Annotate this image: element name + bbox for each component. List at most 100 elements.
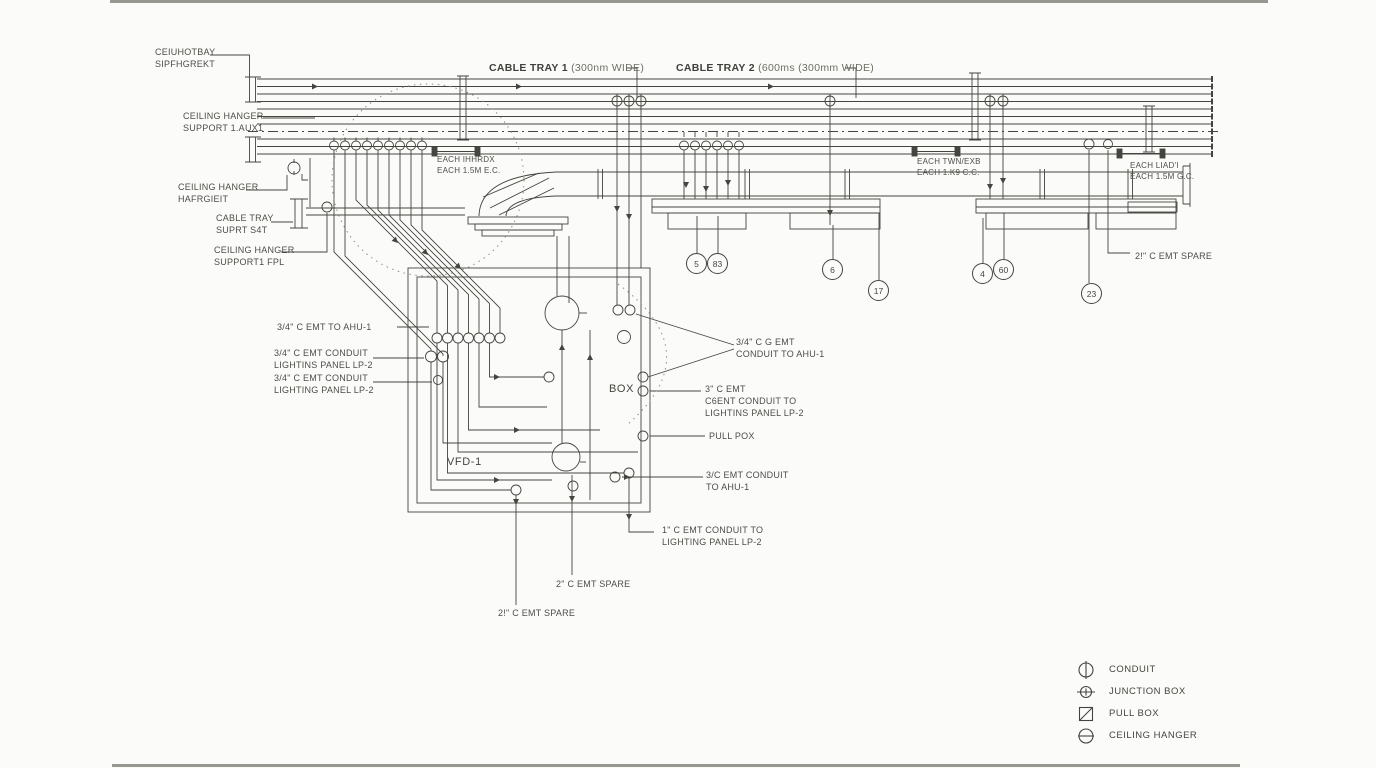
label-line: EACH 1.5M E.C.	[437, 165, 501, 175]
cable-tray-1-title: CABLE TRAY 1 (300nm WIDE)	[489, 62, 644, 74]
pull-box-icon	[1078, 706, 1094, 721]
ref-bubble-17: 17	[868, 280, 889, 301]
label-emt-1-lp2: 1" C EMT CONDUIT TO LIGHTING PANEL LP-2	[662, 524, 763, 548]
cable-tray-1-name: CABLE TRAY 1	[489, 62, 568, 74]
label-line: 3/C EMT CONDUIT	[706, 470, 789, 480]
label-line: EACH IHHRDX	[437, 155, 495, 164]
label-line: 3/4" C EMT TO AHU-1	[277, 322, 372, 332]
label-line: 3" C EMT	[705, 384, 746, 394]
label-box: BOX	[609, 383, 635, 395]
junction-box-icon	[1077, 685, 1095, 698]
ref-bubble-23: 23	[1081, 283, 1102, 304]
label-line: CABLE TRAY	[216, 213, 274, 223]
label-line: LIGHTING PANEL LP-2	[274, 385, 374, 396]
label-line: LIGHTING PANEL LP-2	[662, 537, 762, 548]
vfd-box	[373, 267, 735, 605]
ref-bubble-6: 6	[822, 259, 843, 280]
sheet-edge-bottom	[112, 764, 1240, 767]
label-line: 2!" C EMT SPARE	[1135, 251, 1213, 261]
label-ceiling-tray-support: CEIUHOTBAY SIPFHGREKT	[155, 46, 215, 70]
label-line: SUPPORT1 FPL	[214, 257, 285, 268]
cable-tray-2-name: CABLE TRAY 2	[676, 62, 755, 74]
ref-number: 5	[694, 258, 699, 269]
label-line: 2!" C EMT SPARE	[498, 608, 576, 618]
label-line: TO AHU-1	[706, 482, 750, 493]
label-line: EACH 1.K9 C.C.	[917, 167, 980, 177]
label-line: SUPPORT 1.AUX1	[183, 123, 264, 134]
label-line: EACH 1.5M G.C.	[1130, 171, 1195, 181]
label-line: CEILING HANGER	[183, 111, 264, 121]
conduit-row	[329, 137, 501, 356]
conduit-icon	[1078, 660, 1094, 679]
cable-tray	[248, 76, 1218, 157]
label-cable-tray-support: CABLE TRAY SUPRT S4T	[216, 212, 274, 236]
label-emt-3-lp2: 3" C EMT C6ENT CONDUIT TO LIGHTINS PANEL…	[705, 383, 804, 419]
ref-number: 60	[998, 264, 1009, 275]
ceiling-hanger-symbols	[210, 54, 465, 253]
ref-number: 4	[980, 268, 985, 279]
label-line: CONDUIT TO AHU-1	[736, 349, 825, 360]
label-emt-conduit-lp2-a: 3/4" C EMT CONDUIT LIGHTINS PANEL LP-2	[274, 347, 373, 371]
label-line: LIGHTINS PANEL LP-2	[705, 408, 804, 419]
label-line: 3/4" C G EMT	[736, 337, 795, 347]
ref-bubble-4: 4	[972, 263, 993, 284]
legend-label: CONDUIT	[1109, 664, 1156, 675]
label-line: CEILING HANGER	[178, 182, 259, 192]
label-emt-conduit-lp2-b: 3/4" C EMT CONDUIT LIGHTING PANEL LP-2	[274, 372, 374, 396]
ref-number: 17	[873, 285, 884, 296]
label-emt-g-ahu1: 3/4" C G EMT CONDUIT TO AHU-1	[736, 336, 825, 360]
label-line: PULL POX	[709, 431, 755, 441]
label-each-2: EACH TWN/EXB EACH 1.K9 C.C.	[917, 157, 981, 179]
label-line: LIGHTINS PANEL LP-2	[274, 360, 373, 371]
label-each-3: EACH LIAD'I EACH 1.5M G.C.	[1130, 161, 1194, 183]
flow-arrows	[312, 83, 1006, 520]
label-line: CEIUHOTBAY	[155, 47, 216, 57]
label-ceiling-hanger-support-fpl: CEILING HANGER SUPPORT1 FPL	[214, 244, 295, 268]
legend-label: PULL BOX	[1109, 708, 1160, 719]
label-line: SUPRT S4T	[216, 225, 268, 236]
ref-leaders	[696, 213, 1005, 280]
ref-bubble-60: 60	[993, 259, 1014, 280]
label-spare-mid: 2" C EMT SPARE	[556, 578, 630, 590]
label-ceiling-hanger-2: CEILING HANGER HAFRGIEIT	[178, 181, 259, 205]
label-spare-low: 2!" C EMT SPARE	[498, 607, 575, 619]
legend-label: CEILING HANGER	[1109, 730, 1198, 741]
label-ceiling-hanger-support-1: CEILING HANGER SUPPORT 1.AUX1	[183, 110, 264, 134]
label-emt-3c-ahu1: 3/C EMT CONDUIT TO AHU-1	[706, 469, 789, 493]
label-spare-right: 2!" C EMT SPARE	[1135, 250, 1212, 262]
label-line: EACH TWN/EXB	[917, 157, 981, 166]
cable-tray-2-title: CABLE TRAY 2 (600ms (300mm WIDE)	[676, 62, 874, 74]
ref-number: 23	[1086, 288, 1097, 299]
label-pull-box: PULL POX	[709, 430, 755, 442]
duct	[467, 163, 1191, 303]
light-fixtures	[651, 198, 1178, 230]
label-line: EACH LIAD'I	[1130, 161, 1179, 170]
legend-label: JUNCTION BOX	[1109, 686, 1186, 697]
label-line: 3/4" C EMT CONDUIT	[274, 373, 369, 383]
label-vfd-1: VFD-1	[447, 456, 482, 468]
cable-tray-2-size: (600ms (300mm WIDE)	[758, 62, 875, 74]
label-each-1: EACH IHHRDX EACH 1.5M E.C.	[437, 155, 501, 177]
legend-row-conduit: CONDUIT	[1076, 660, 1197, 679]
ref-bubble-83: 83	[707, 253, 728, 274]
cable-tray-1-size: (300nm WIDE)	[571, 62, 645, 74]
ceiling-hanger-icon	[1078, 727, 1094, 744]
legend-row-ceiling-hanger: CEILING HANGER	[1076, 727, 1198, 744]
label-line: C6ENT CONDUIT TO	[705, 396, 797, 407]
label-line: HAFRGIEIT	[178, 194, 229, 205]
ref-bubble-5: 5	[686, 253, 707, 274]
label-emt-to-ahu1: 3/4" C EMT TO AHU-1	[277, 321, 371, 333]
label-line: SIPFHGREKT	[155, 59, 216, 70]
label-line: 3/4" C EMT CONDUIT	[274, 348, 369, 358]
tray-junction-boxes	[611, 67, 1130, 305]
legend-row-junction-box: JUNCTION BOX	[1076, 684, 1197, 699]
label-line: 1" C EMT CONDUIT TO	[662, 525, 764, 535]
legend: CONDUIT JUNCTION BOX PULL BOX CEILING HA…	[1076, 660, 1198, 744]
legend-row-pull-box: PULL BOX	[1076, 706, 1197, 721]
ref-number: 6	[830, 264, 835, 275]
hanger-rods	[431, 72, 1166, 159]
ref-number: 83	[712, 258, 723, 269]
sheet-edge-top	[110, 0, 1268, 3]
label-line: CEILING HANGER	[214, 245, 295, 255]
